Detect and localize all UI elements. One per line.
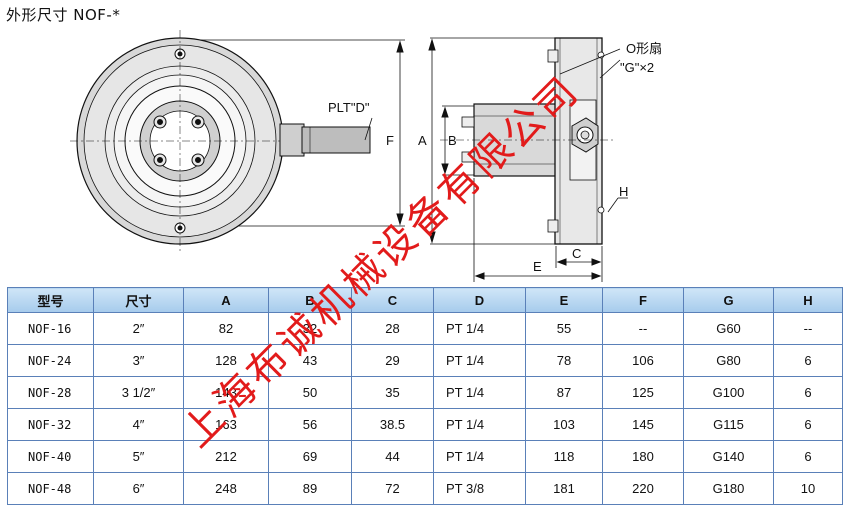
cell-size: 3 1/2″	[93, 376, 184, 409]
b-label: B	[448, 133, 457, 148]
cell-d: PT 1/4	[433, 312, 526, 345]
cell-d: PT 1/4	[433, 440, 526, 473]
cell-e: 87	[525, 376, 603, 409]
f-label: F	[386, 133, 394, 148]
front-view	[70, 30, 405, 252]
cell-model: NOF-24	[7, 344, 94, 377]
a-label: A	[418, 133, 427, 148]
cell-h: 6	[773, 440, 843, 473]
cell-e: 55	[525, 312, 603, 345]
cell-b: 43	[268, 344, 352, 377]
cell-h: --	[773, 312, 843, 345]
cell-model: NOF-48	[7, 472, 94, 505]
header-d: D	[433, 287, 526, 313]
cell-b: 32	[268, 312, 352, 345]
header-f: F	[602, 287, 684, 313]
cell-f: 180	[602, 440, 684, 473]
cell-a: 212	[183, 440, 269, 473]
header-c: C	[351, 287, 434, 313]
cell-model: NOF-40	[7, 440, 94, 473]
cell-a: 128	[183, 344, 269, 377]
cell-c: 29	[351, 344, 434, 377]
cell-h: 10	[773, 472, 843, 505]
dimension-drawing: PLT"D" F	[70, 30, 662, 282]
cell-h: 6	[773, 376, 843, 409]
o-ring-label: O形扇	[626, 41, 662, 56]
cell-model: NOF-32	[7, 408, 94, 441]
e-label: E	[533, 259, 542, 274]
header-e: E	[525, 287, 603, 313]
cell-d: PT 1/4	[433, 344, 526, 377]
cell-e: 78	[525, 344, 603, 377]
spec-table: 型号 尺寸 A B C D E F G H NOF-16 2″ 82 32 28…	[7, 287, 843, 505]
cell-f: --	[602, 312, 684, 345]
cell-a: 143	[183, 376, 269, 409]
cell-e: 103	[525, 408, 603, 441]
table-row: NOF-48 6″ 248 89 72 PT 3/8 181 220 G180 …	[7, 472, 843, 505]
header-g: G	[683, 287, 774, 313]
c-label: C	[572, 246, 581, 261]
cell-g: G115	[683, 408, 774, 441]
side-view	[428, 37, 628, 282]
header-size: 尺寸	[93, 287, 184, 313]
cell-a: 163	[183, 408, 269, 441]
table-row: NOF-28 3 1/2″ 143 50 35 PT 1/4 87 125 G1…	[7, 376, 843, 409]
cell-a: 82	[183, 312, 269, 345]
cell-g: G140	[683, 440, 774, 473]
cell-f: 125	[602, 376, 684, 409]
cell-f: 106	[602, 344, 684, 377]
cell-c: 44	[351, 440, 434, 473]
cell-g: G80	[683, 344, 774, 377]
cell-f: 145	[602, 408, 684, 441]
cell-d: PT 1/4	[433, 408, 526, 441]
cell-c: 35	[351, 376, 434, 409]
cell-c: 38.5	[351, 408, 434, 441]
header-b: B	[268, 287, 352, 313]
cell-size: 3″	[93, 344, 184, 377]
cell-d: PT 3/8	[433, 472, 526, 505]
cell-b: 50	[268, 376, 352, 409]
table-row: NOF-24 3″ 128 43 29 PT 1/4 78 106 G80 6	[7, 344, 843, 377]
cell-model: NOF-28	[7, 376, 94, 409]
cell-size: 2″	[93, 312, 184, 345]
cell-b: 69	[268, 440, 352, 473]
cell-g: G100	[683, 376, 774, 409]
cell-b: 56	[268, 408, 352, 441]
cell-e: 118	[525, 440, 603, 473]
plt-label: PLT"D"	[328, 100, 370, 115]
header-a: A	[183, 287, 269, 313]
table-row: NOF-32 4″ 163 56 38.5 PT 1/4 103 145 G11…	[7, 408, 843, 441]
table-row: NOF-40 5″ 212 69 44 PT 1/4 118 180 G140 …	[7, 440, 843, 473]
cell-size: 6″	[93, 472, 184, 505]
cell-h: 6	[773, 344, 843, 377]
cell-g: G60	[683, 312, 774, 345]
cell-c: 28	[351, 312, 434, 345]
table-row: NOF-16 2″ 82 32 28 PT 1/4 55 -- G60 --	[7, 312, 843, 345]
cell-b: 89	[268, 472, 352, 505]
cell-f: 220	[602, 472, 684, 505]
cell-c: 72	[351, 472, 434, 505]
cell-a: 248	[183, 472, 269, 505]
cell-h: 6	[773, 408, 843, 441]
cell-size: 4″	[93, 408, 184, 441]
cell-g: G180	[683, 472, 774, 505]
header-model: 型号	[7, 287, 94, 313]
cell-e: 181	[525, 472, 603, 505]
page-title: 外形尺寸 NOF-*	[6, 6, 121, 24]
cell-size: 5″	[93, 440, 184, 473]
g-x2-label: "G"×2	[620, 60, 654, 75]
header-h: H	[773, 287, 843, 313]
table-header-row: 型号 尺寸 A B C D E F G H	[7, 287, 843, 313]
cell-model: NOF-16	[7, 312, 94, 345]
h-label: H	[619, 184, 628, 199]
cell-d: PT 1/4	[433, 376, 526, 409]
